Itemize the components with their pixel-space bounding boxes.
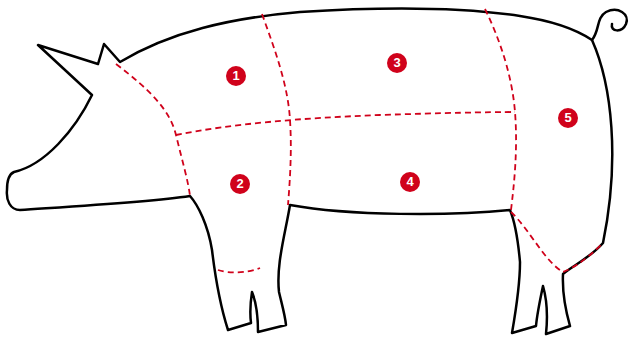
cut-line <box>176 112 515 135</box>
cut-line <box>511 212 603 272</box>
callout-number: 1 <box>226 66 246 86</box>
cut-line <box>116 64 190 196</box>
callout-number: 3 <box>387 53 407 73</box>
callout-number: 5 <box>558 108 578 128</box>
callout-number: 2 <box>230 174 250 194</box>
cut-line <box>485 9 516 210</box>
cut-line <box>218 268 260 272</box>
pig-outline <box>7 9 612 334</box>
pig-tail <box>592 10 627 40</box>
cut-line <box>262 14 291 205</box>
cut-lines <box>116 9 603 272</box>
callout-number: 4 <box>400 172 420 192</box>
